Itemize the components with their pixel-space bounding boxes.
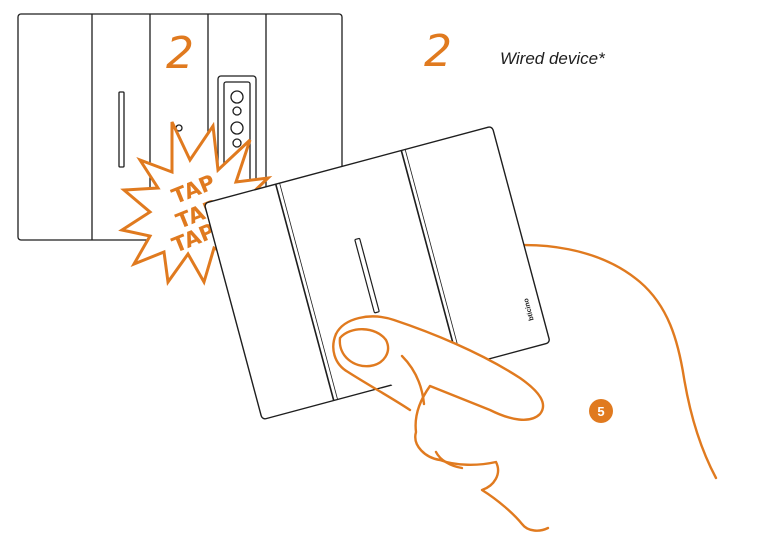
device-divider-1b (279, 183, 338, 400)
device-step-number: 2 (424, 26, 452, 77)
thumb-outline (334, 315, 550, 532)
hand-back-outline (486, 243, 718, 480)
device-divider-1 (274, 183, 335, 401)
thumb-nail (338, 328, 390, 368)
step-badge-circle (589, 399, 613, 423)
finger-line-1 (400, 354, 426, 406)
device-caption: Wired device* (500, 49, 606, 68)
hand-front (332, 315, 550, 532)
wall-switch-indicator (118, 91, 125, 168)
device-divider-2b (404, 149, 464, 366)
thumb-base-line (332, 332, 412, 412)
step-badge-number: 5 (597, 404, 604, 419)
hand-illustration (486, 243, 718, 480)
step-badge: 5 (589, 399, 613, 423)
finger-line-2 (434, 450, 464, 470)
device-switch-indicator (354, 237, 380, 314)
wall-step-number: 2 (166, 28, 194, 79)
device-divider-2 (400, 150, 461, 368)
